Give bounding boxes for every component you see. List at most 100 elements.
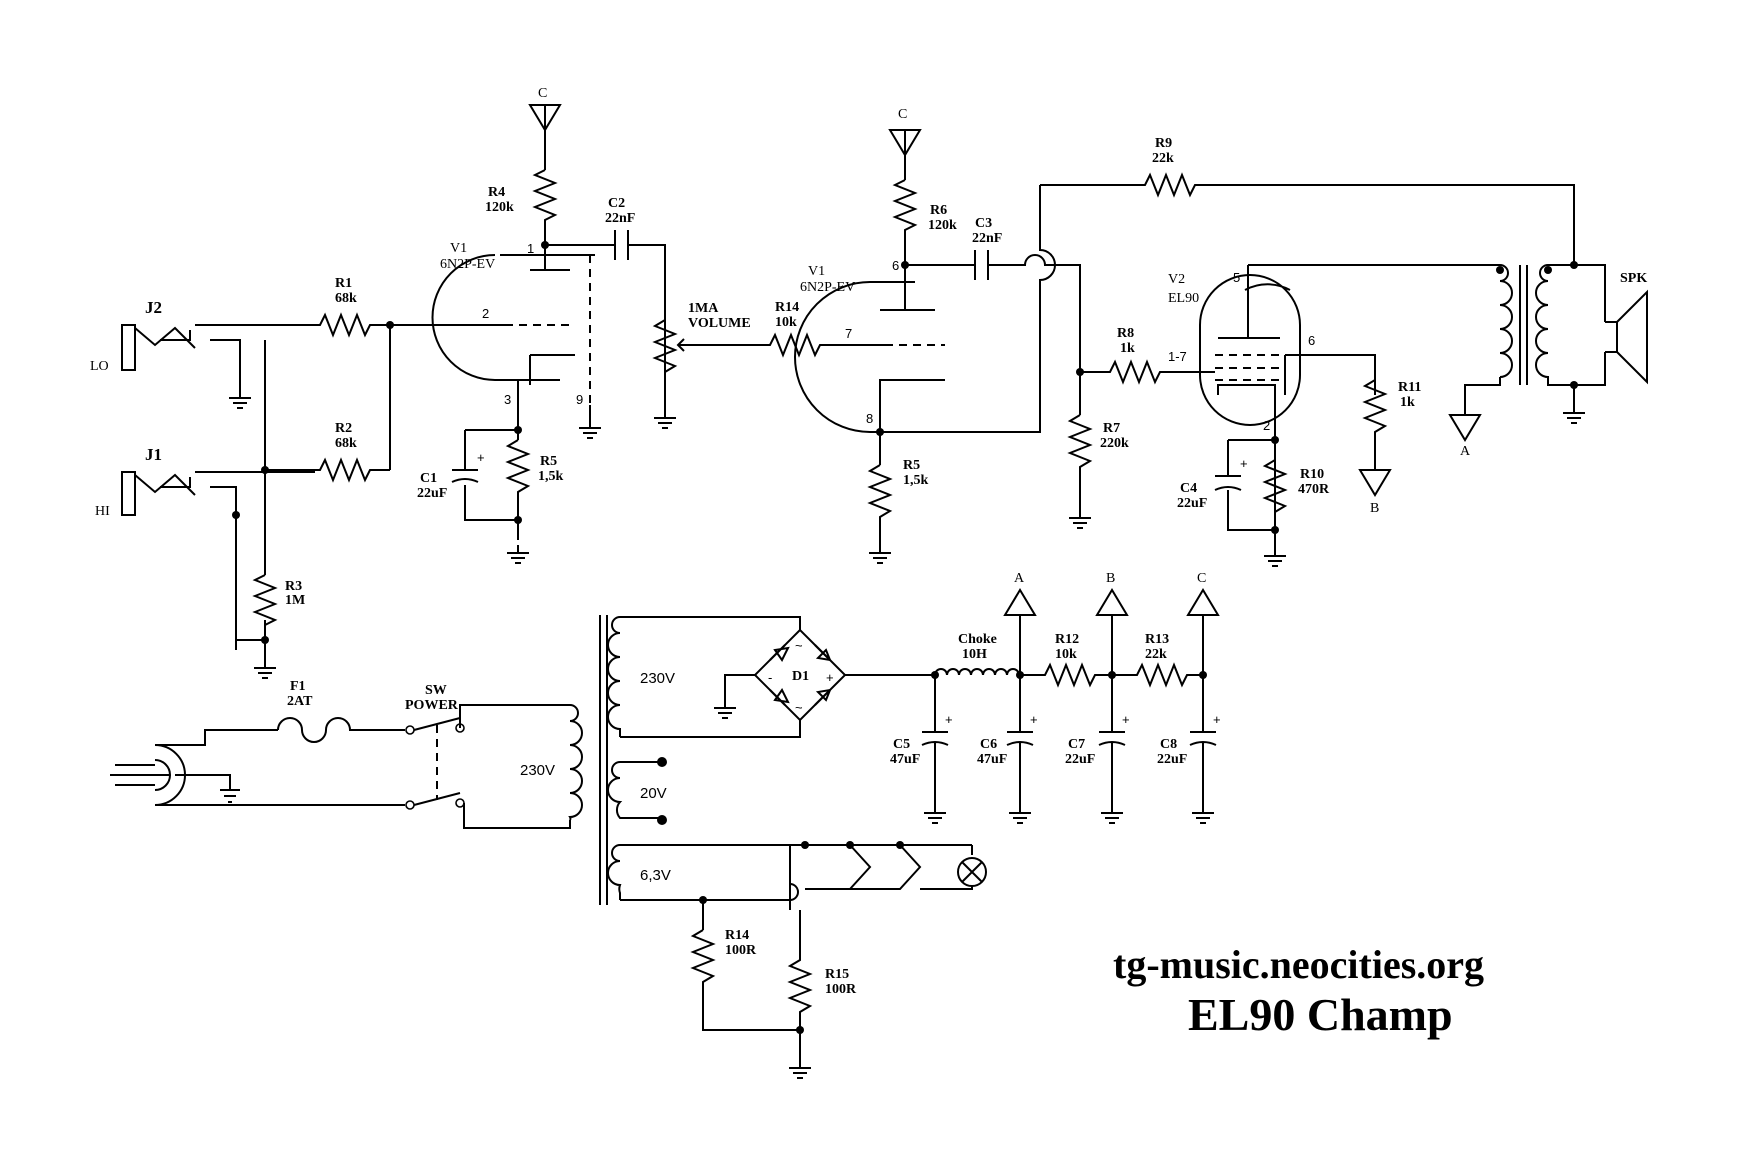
heater-secondary-winding — [607, 844, 622, 900]
resistor-r10 — [1262, 459, 1288, 530]
c5-plus: + — [945, 712, 953, 727]
c3-ref: C3 — [975, 216, 992, 231]
pilot-lamp — [957, 857, 987, 887]
ground-symbol — [1100, 804, 1124, 824]
ground-symbol — [923, 804, 947, 824]
c7-plus: + — [1122, 712, 1130, 727]
capacitor-c7 — [1098, 675, 1126, 805]
input-jack-j2 — [121, 324, 196, 371]
volume-pot — [652, 319, 690, 410]
r14b-value: 100R — [725, 943, 757, 958]
r5b-ref: R5 — [903, 458, 920, 473]
ground-symbol — [1562, 404, 1586, 424]
r2-ref: R2 — [335, 421, 352, 436]
r10-value: 470R — [1298, 482, 1330, 497]
c8-ref: C8 — [1160, 737, 1177, 752]
r5a-value: 1,5k — [538, 469, 564, 484]
ground-symbol — [868, 544, 892, 564]
resistor-r13 — [1112, 662, 1203, 688]
rail-b-label-1: B — [1370, 501, 1379, 516]
ground-symbol — [1263, 547, 1287, 567]
tube-v1b — [794, 281, 945, 433]
c5-value: 47uF — [890, 752, 920, 767]
r8-value: 1k — [1120, 341, 1135, 356]
r7-value: 220k — [1100, 436, 1129, 451]
rail-c-label-1: C — [538, 86, 547, 101]
r1-ref: R1 — [335, 276, 352, 291]
rail-b-symbol — [1095, 588, 1129, 616]
r11-ref: R11 — [1398, 380, 1421, 395]
v2-pin-6: 6 — [1308, 333, 1315, 348]
resistor-r7 — [1067, 414, 1093, 480]
r4-value: 120k — [485, 200, 514, 215]
v1b-ref: V1 — [808, 264, 825, 279]
c1-ref: C1 — [420, 471, 437, 486]
power-transformer-core — [599, 615, 608, 905]
fuse-f1 — [277, 717, 405, 743]
v1b-pin-7: 7 — [845, 326, 852, 341]
ground-symbol — [653, 409, 677, 429]
rail-c-label-2: C — [898, 107, 907, 122]
v1b-pin-6: 6 — [892, 258, 899, 273]
resistor-r11 — [1362, 379, 1388, 470]
v1a-ref: V1 — [450, 241, 467, 256]
r6-ref: R6 — [930, 203, 947, 218]
resistor-r14b — [690, 929, 800, 1031]
c4-value: 22uF — [1177, 496, 1207, 511]
choke-ref: Choke — [958, 632, 997, 647]
c8-value: 22uF — [1157, 752, 1187, 767]
c2-value: 22nF — [605, 211, 635, 226]
resistor-r5b — [867, 464, 893, 545]
r9-value: 22k — [1152, 151, 1174, 166]
r14a-ref: R14 — [775, 300, 799, 315]
resistor-r5a — [505, 439, 531, 505]
bridge-rectifier-d1 — [753, 628, 847, 722]
rail-c-symbol — [1186, 588, 1220, 616]
jack-j1-name: J1 — [145, 445, 162, 464]
power-switch — [405, 717, 465, 810]
hv-secondary-voltage: 230V — [640, 670, 675, 687]
v2-pin-2: 2 — [1263, 418, 1270, 433]
v1a-pin-1: 1 — [527, 241, 534, 256]
r3-value: 1M — [285, 593, 305, 608]
c3-value: 22nF — [972, 231, 1002, 246]
ground-symbol — [788, 1059, 812, 1079]
resistor-r8 — [1080, 359, 1210, 385]
website-url: tg-music.neocities.org — [1113, 942, 1484, 987]
bridge-ref: D1 — [792, 669, 809, 684]
resistor-r6 — [892, 179, 918, 240]
bridge-ac-top: ~ — [795, 638, 803, 653]
r14b-ref: R14 — [725, 928, 749, 943]
primary-voltage: 230V — [520, 762, 555, 779]
fuse-ref: F1 — [290, 679, 306, 694]
switch-ref: SW — [425, 683, 447, 698]
r10-ref: R10 — [1300, 467, 1324, 482]
capacitor-c3 — [974, 250, 989, 280]
r9-ref: R9 — [1155, 136, 1172, 151]
capacitor-c8 — [1189, 675, 1217, 805]
r5a-ref: R5 — [540, 454, 557, 469]
resistor-r15 — [787, 910, 813, 1060]
mains-plug — [110, 744, 186, 806]
secondary-20v-voltage: 20V — [640, 785, 667, 802]
ground-symbol — [1008, 804, 1032, 824]
c6-plus: + — [1030, 712, 1038, 727]
c5-ref: C5 — [893, 737, 910, 752]
input-jack-j1 — [121, 471, 196, 516]
jack-j1-label: HI — [95, 504, 110, 519]
c7-ref: C7 — [1068, 737, 1085, 752]
choke-10h — [934, 668, 1020, 676]
bridge-minus: - — [768, 670, 772, 685]
r12-ref: R12 — [1055, 632, 1079, 647]
secondary-20v-winding — [607, 761, 660, 819]
v1a-pin-9: 9 — [576, 392, 583, 407]
ground-symbol — [228, 389, 252, 409]
ground-symbol — [1068, 509, 1092, 529]
jack-j2-name: J2 — [145, 298, 162, 317]
c6-ref: C6 — [980, 737, 997, 752]
rail-c-symbol — [528, 104, 562, 132]
v2-pin-5: 5 — [1233, 270, 1240, 285]
output-transformer — [1464, 264, 1606, 415]
ground-symbol — [1191, 804, 1215, 824]
